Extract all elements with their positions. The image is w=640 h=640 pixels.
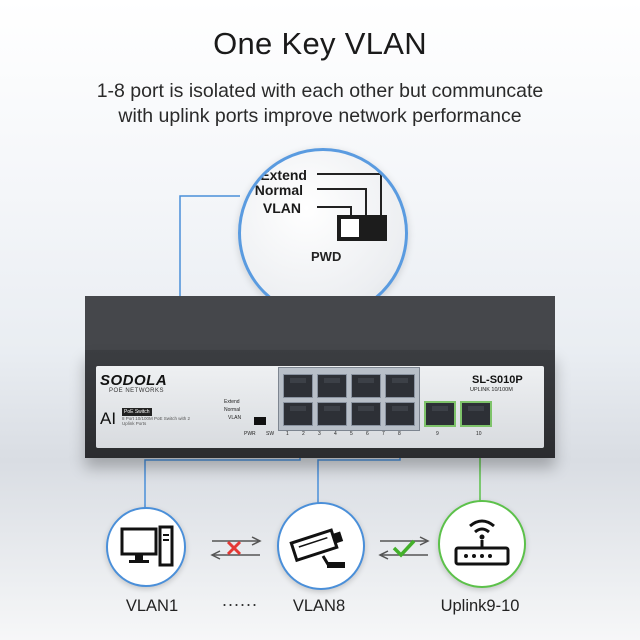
zoom-label-vlan: VLAN (262, 200, 301, 216)
port-block-1-8 (278, 367, 420, 431)
switch-top (85, 296, 555, 350)
brand-logo: SODOLA (100, 372, 168, 389)
range-separator: ...... (222, 590, 259, 610)
model-subtitle: UPLINK 10/100M (470, 387, 513, 393)
poe-tag: PoE Switch (122, 408, 152, 416)
ethernet-port-2[interactable] (283, 402, 313, 426)
ethernet-port-1[interactable] (283, 374, 313, 398)
allowed-link-icon (378, 536, 430, 560)
port-number: 2 (302, 431, 305, 437)
vlan-dip-switch[interactable] (254, 417, 266, 425)
port-number: 4 (334, 431, 337, 437)
port-number: 7 (382, 431, 385, 437)
ethernet-port-3[interactable] (317, 374, 347, 398)
blocked-link-icon (210, 536, 262, 560)
mini-label-vlan: VLAN (228, 415, 242, 421)
page-title: One Key VLAN (213, 26, 427, 61)
port-number: 3 (318, 431, 321, 437)
subtitle-line-2: with uplink ports improve network perfor… (118, 105, 522, 127)
device-caption-vlan8: VLAN8 (292, 597, 346, 615)
ethernet-port-4[interactable] (317, 402, 347, 426)
zoom-label-normal: Normal (254, 182, 303, 198)
ethernet-port-7[interactable] (385, 374, 415, 398)
port-number: 9 (436, 431, 439, 437)
pwr-led-label: PWR (244, 431, 256, 437)
vlan1-device (106, 507, 186, 587)
port-number: 10 (476, 431, 482, 437)
ethernet-port-5[interactable] (351, 374, 381, 398)
ethernet-port-6[interactable] (351, 402, 381, 426)
uplink-device (438, 500, 526, 588)
dip-switch-diagram (317, 173, 387, 241)
mini-label-extend: Extend (224, 399, 240, 405)
mini-label-normal: Normal (224, 407, 241, 413)
device-caption-uplink: Uplink9-10 (440, 597, 520, 615)
vlan-switch-zoom: Extend Normal VLAN PWD (238, 148, 408, 318)
uplink-port-9[interactable] (424, 401, 456, 427)
port-number: 8 (398, 431, 401, 437)
sw-led-label: SW (266, 431, 275, 437)
port-number: 1 (286, 431, 289, 437)
subtitle-line-1: 1-8 port is isolated with each other but… (96, 80, 544, 102)
uplink-port-10[interactable] (460, 401, 492, 427)
wifi-router-icon (454, 519, 510, 566)
zoom-label-pwd: PWD (311, 249, 342, 264)
ai-mark: AI (100, 409, 117, 428)
device-caption-vlan1: VLAN1 (125, 597, 179, 615)
poe-description: 8 Port 10/100M PoE Switch with 2 Uplink … (122, 416, 191, 426)
vlan8-device (277, 502, 365, 590)
model-number: SL-S010P (472, 374, 523, 386)
security-camera-icon (289, 528, 345, 568)
port-number: 6 (366, 431, 369, 437)
port-number: 5 (350, 431, 353, 437)
ethernet-port-8[interactable] (385, 402, 415, 426)
zoom-label-extend: Extend (260, 167, 307, 183)
brand-subtitle: POE NETWORKS (109, 388, 165, 394)
desktop-computer-icon (120, 525, 174, 567)
